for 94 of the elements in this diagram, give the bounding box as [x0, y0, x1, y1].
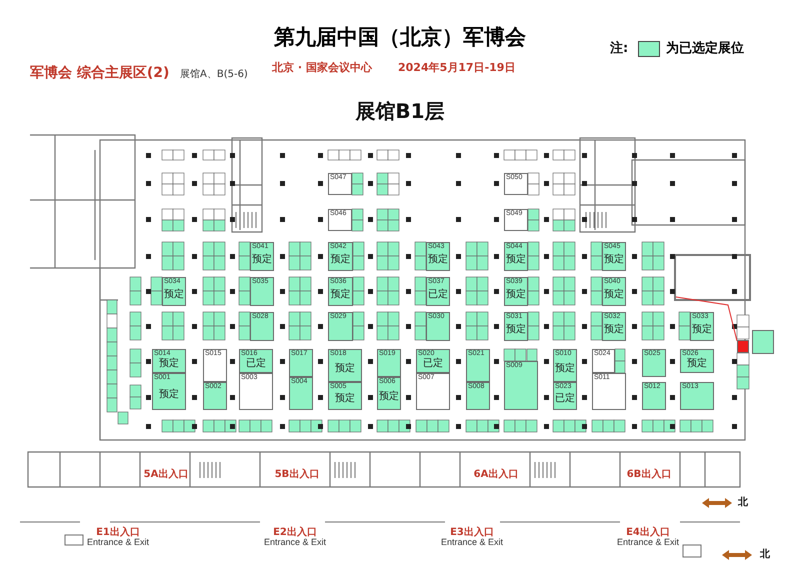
compass-label: 北 — [738, 497, 748, 508]
entrance-label: E2出入口 — [273, 527, 317, 538]
title: 第九届中国（北京）军博会 — [274, 26, 526, 50]
booth — [328, 382, 362, 410]
booth — [504, 361, 538, 410]
exit-caption: Entrance & Exit — [264, 538, 326, 548]
booth — [289, 349, 313, 377]
booth — [289, 377, 313, 410]
booth — [602, 277, 626, 306]
booth — [504, 312, 528, 341]
booth — [328, 173, 352, 195]
booth — [553, 382, 577, 410]
booth — [328, 277, 353, 306]
booth — [203, 382, 227, 410]
booth — [690, 312, 714, 341]
entrance-label: 5B出入口 — [274, 469, 320, 480]
booth — [504, 277, 528, 306]
booth-status: 预定 — [691, 322, 713, 336]
booth-status: 预定 — [251, 252, 273, 266]
entrance-label: 6B出入口 — [626, 469, 672, 480]
booth — [250, 277, 274, 306]
booth-status: 预定 — [427, 252, 449, 266]
booth-status: 预定 — [378, 390, 400, 404]
header-text: 展馆A、B(5-6) — [180, 69, 248, 80]
floor-heading: 展馆B1层 — [355, 100, 445, 122]
booth — [592, 349, 615, 373]
exit-caption: Entrance & Exit — [616, 538, 680, 548]
booth-status: 预定 — [505, 252, 527, 266]
booth-status: 已定 — [554, 392, 576, 406]
leader-line — [676, 296, 738, 342]
booth — [328, 349, 362, 382]
booth — [250, 242, 274, 271]
booth — [328, 242, 353, 271]
header-text: 军博会 综合主展区(2) — [30, 66, 170, 82]
booth — [377, 377, 401, 410]
booth-status: 预定 — [158, 356, 180, 371]
booth — [504, 209, 528, 231]
booth — [602, 242, 626, 271]
booth — [642, 349, 666, 377]
entrance-label: E1出入口 — [96, 527, 140, 538]
booth — [504, 173, 528, 195]
booth — [602, 312, 626, 341]
booth-status: 预定 — [330, 288, 352, 302]
booth-status: 预定 — [603, 288, 625, 302]
entrance-label: E3出入口 — [450, 527, 494, 538]
booth-status: 预定 — [603, 322, 625, 336]
highlighted-booth — [737, 340, 749, 353]
booth — [680, 349, 714, 373]
booth — [642, 382, 666, 410]
compass-label: 北 — [760, 549, 770, 560]
booth-status: 预定 — [334, 392, 356, 406]
booth — [416, 349, 450, 373]
booth-status: 预定 — [554, 362, 576, 376]
booth — [250, 312, 274, 341]
booth-status: 预定 — [158, 388, 180, 402]
booth — [203, 349, 227, 382]
booth-status: 已定 — [245, 356, 267, 371]
booth-status: 预定 — [603, 252, 625, 266]
highlighted-booth — [752, 330, 774, 354]
booth-status: 预定 — [163, 288, 185, 302]
booth-status: 已定 — [422, 356, 444, 371]
exit-caption: Entrance & Exit — [86, 538, 150, 548]
booth — [680, 382, 714, 410]
booth — [377, 349, 401, 377]
booth — [504, 242, 528, 271]
booth — [426, 242, 450, 271]
booth — [416, 373, 450, 410]
booth-status: 预定 — [505, 322, 527, 336]
booth-status: 预定 — [686, 356, 708, 371]
booth — [328, 209, 352, 231]
booth-status: 预定 — [505, 288, 527, 302]
booth — [426, 312, 450, 341]
booth — [553, 349, 577, 382]
booth — [426, 277, 450, 306]
entrance-label: 5A出入口 — [144, 469, 188, 480]
booth — [152, 373, 186, 410]
exit-caption: Entrance & Exit — [440, 538, 504, 548]
header-text: 注: — [610, 42, 628, 56]
header-text: 2024年5月17日-19日 — [398, 62, 516, 74]
booth — [466, 349, 490, 382]
booth — [466, 382, 490, 410]
header-text: 北京 · 国家会议中心 — [272, 62, 372, 74]
booth-status: 已定 — [427, 288, 449, 302]
booth-status: 预定 — [334, 362, 356, 376]
booth-status: 预定 — [330, 252, 352, 266]
entrance-label: 6A出入口 — [474, 469, 518, 480]
booth — [592, 373, 626, 410]
booth — [152, 349, 186, 373]
booth — [162, 277, 186, 306]
booth — [328, 312, 353, 341]
booth — [239, 349, 273, 373]
legend-label: 为已选定展位 — [666, 42, 744, 56]
entrance-label: E4出入口 — [626, 527, 670, 538]
booth — [239, 373, 273, 410]
